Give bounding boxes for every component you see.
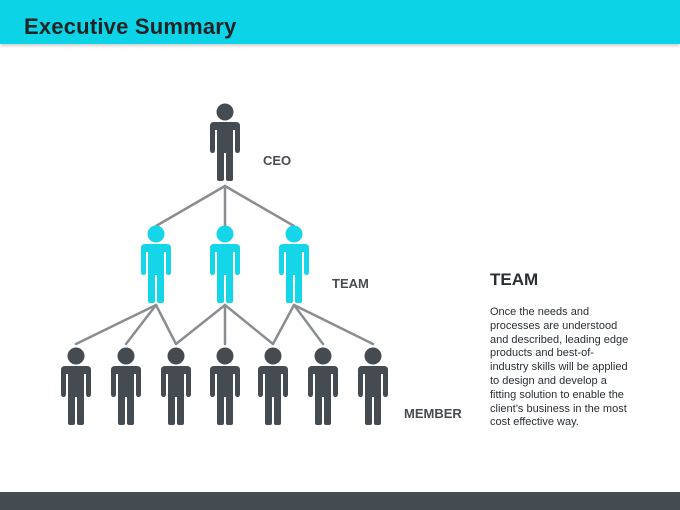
connector-line [223, 303, 275, 346]
member-label: MEMBER [404, 406, 462, 421]
team-label: TEAM [332, 276, 369, 291]
member-person-icon [308, 347, 338, 425]
description-line: processes are understood [490, 319, 618, 332]
connector-line [124, 303, 158, 346]
description-line: client’s business in the most [490, 402, 627, 415]
team-person-icon [141, 225, 171, 303]
connector-line [271, 303, 296, 346]
description-line: industry skills will be applied [490, 361, 628, 374]
team-person-icon [279, 225, 309, 303]
member-person-icon [210, 347, 240, 425]
description-line: to design and develop a [490, 374, 607, 387]
description-line: fitting solution to enable the [490, 388, 624, 401]
description-body: Once the needs and processes are underst… [490, 306, 650, 430]
connector-line [292, 303, 325, 346]
ceo-label: CEO [263, 153, 292, 168]
connector-line [223, 184, 296, 228]
header-bar: Executive Summary [0, 0, 680, 44]
member-person-icon [258, 347, 288, 425]
description-line: Once the needs and [490, 306, 590, 318]
description-title: TEAM [490, 270, 539, 289]
connector-line [154, 303, 178, 346]
member-person-icon [161, 347, 191, 425]
description-line: cost effective way. [490, 416, 579, 429]
connector-lines [74, 184, 375, 346]
description-line: and described, leading edge [490, 333, 629, 346]
team-person-icon [210, 225, 240, 303]
people [61, 103, 388, 425]
connector-line [174, 303, 227, 346]
connector-line [154, 184, 227, 228]
connector-line [74, 303, 158, 346]
member-person-icon [111, 347, 141, 425]
ceo-person-icon [210, 103, 240, 181]
description-line: products and best-of- [490, 347, 594, 360]
page-title: Executive Summary [24, 14, 237, 39]
footer-bar [0, 492, 680, 510]
member-person-icon [358, 347, 388, 425]
member-person-icon [61, 347, 91, 425]
connector-line [292, 303, 375, 346]
